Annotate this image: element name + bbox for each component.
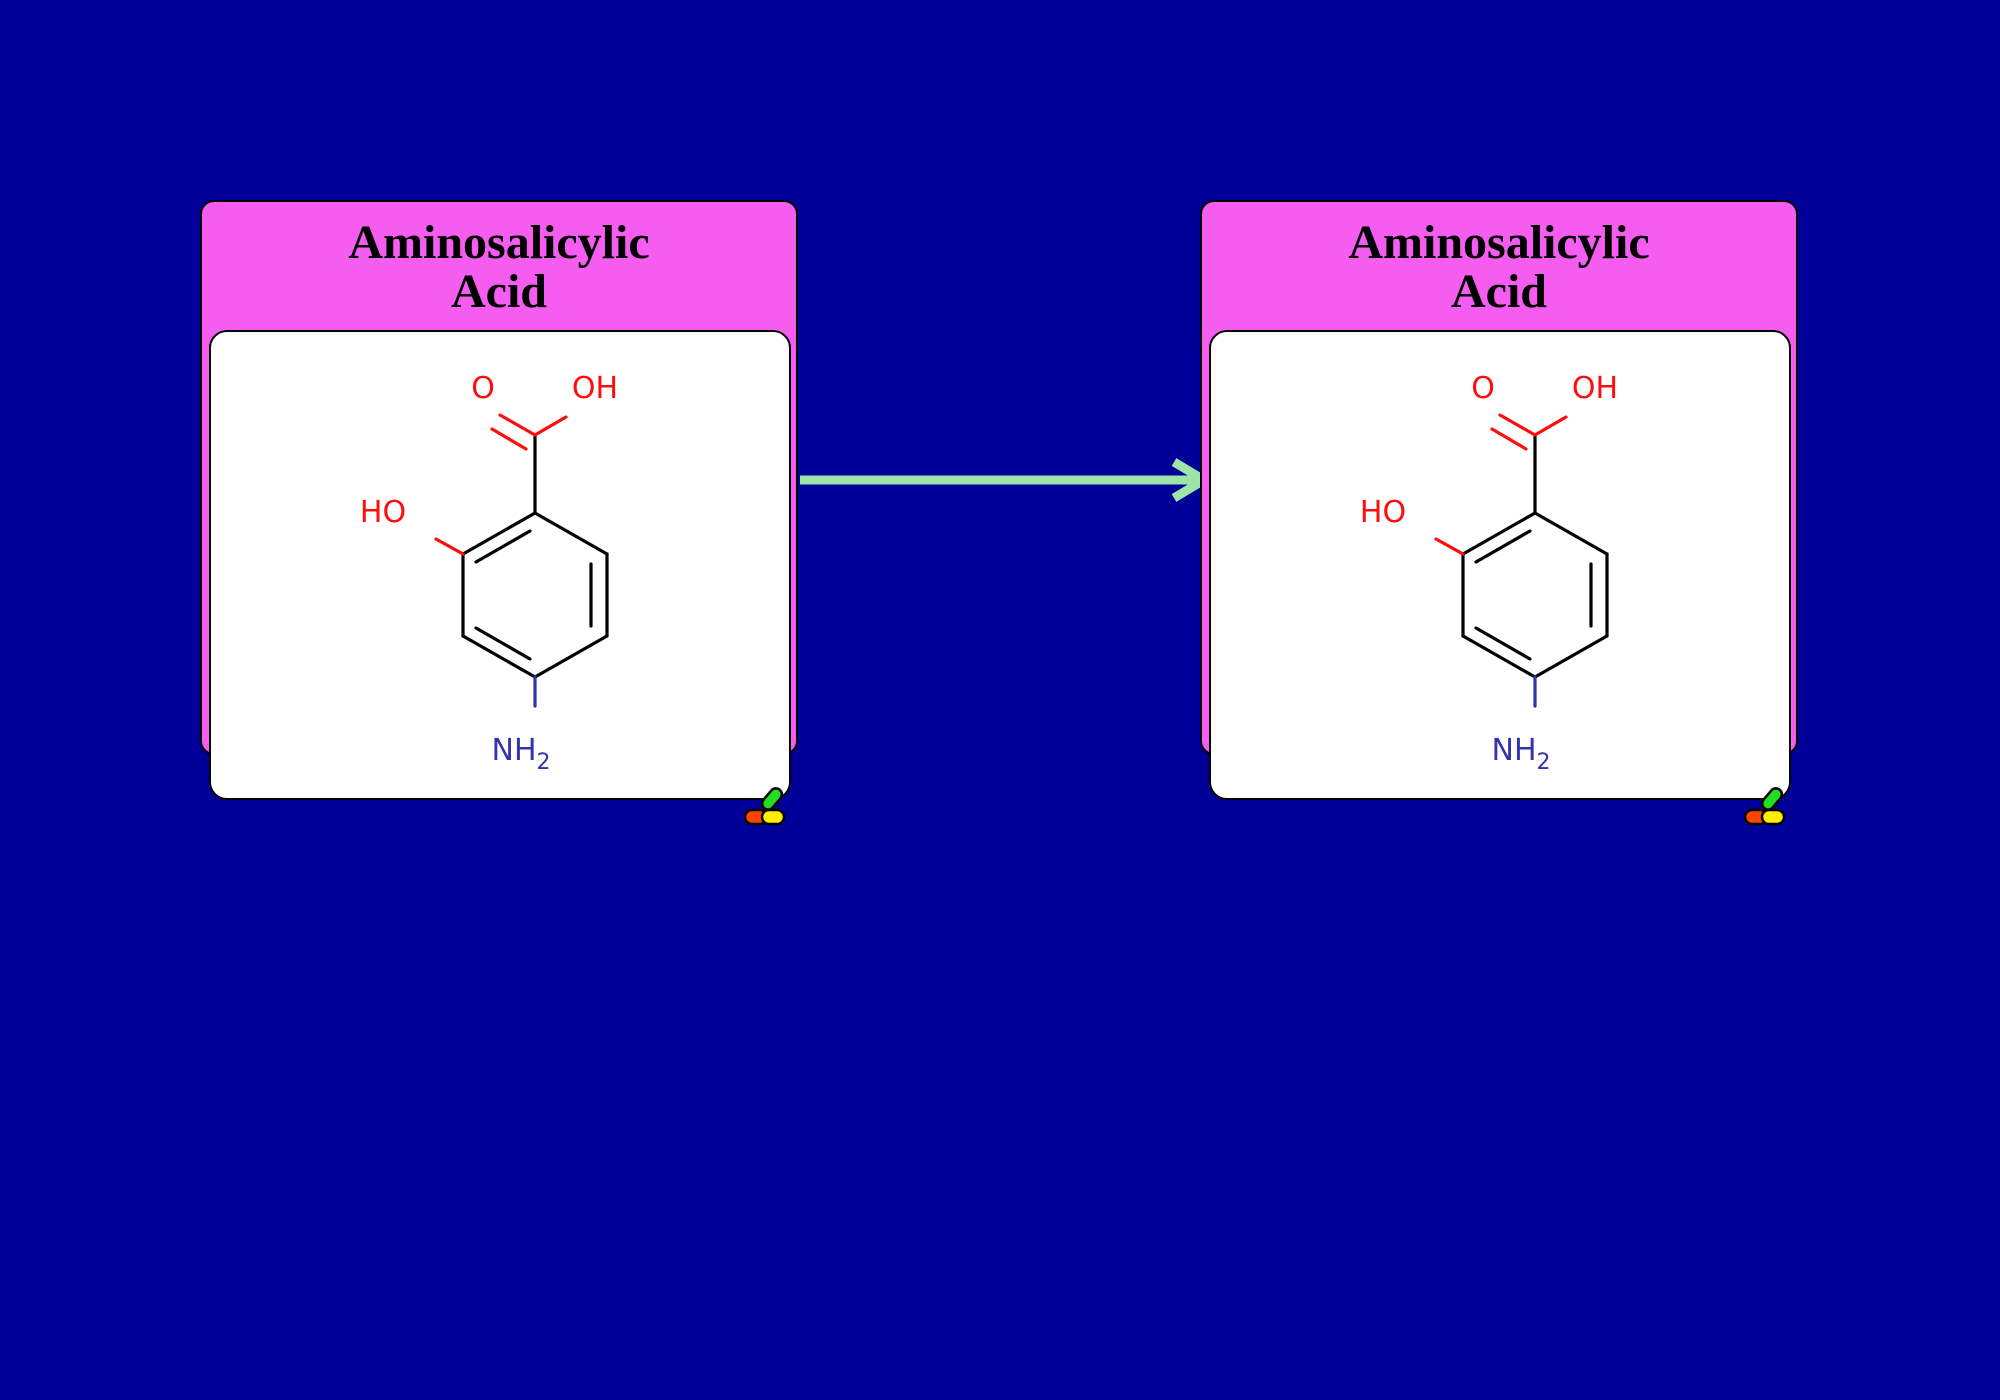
atom-label-o: O <box>471 371 495 406</box>
pill-icon[interactable] <box>742 783 792 829</box>
atom-label-nh2: NH2 <box>1492 733 1551 775</box>
structure-panel-right: O OH HO NH2 <box>1209 330 1791 800</box>
atom-label-oh: OH <box>1572 371 1618 406</box>
pill-icon[interactable] <box>1742 783 1792 829</box>
node-title: Aminosalicylic Acid <box>1348 216 1650 318</box>
atom-label-nh2: NH2 <box>492 733 551 775</box>
atom-label-o: O <box>1471 371 1495 406</box>
atom-label-ho: HO <box>1360 495 1406 530</box>
node-title: Aminosalicylic Acid <box>348 216 650 318</box>
molecule-structure: O OH HO NH2 <box>360 371 618 775</box>
atom-label-oh: OH <box>572 371 618 406</box>
structure-panel-left: O OH HO NH2 <box>209 330 791 800</box>
atom-label-ho: HO <box>360 495 406 530</box>
molecule-structure: O OH HO NH2 <box>1360 371 1618 775</box>
